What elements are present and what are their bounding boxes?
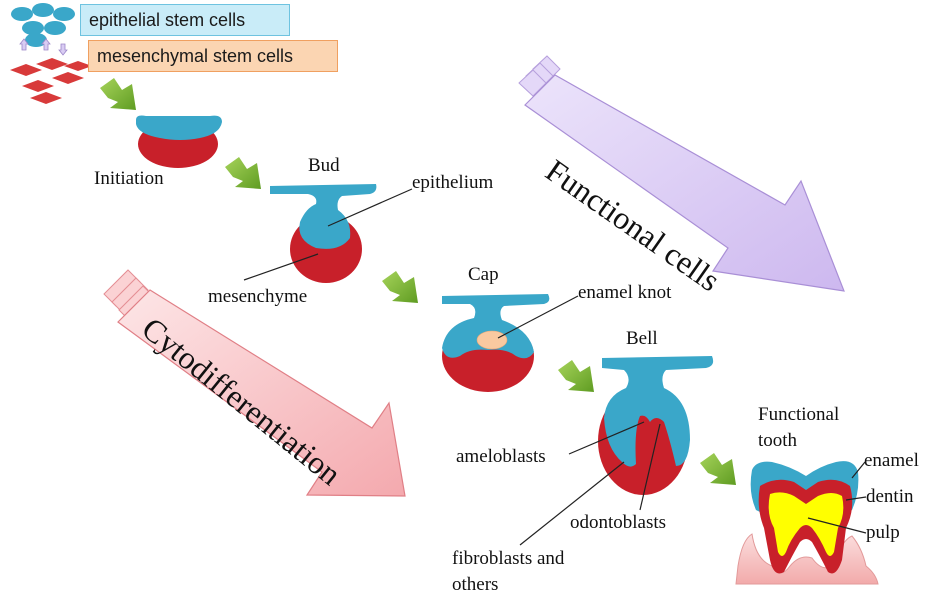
ameloblasts-label: ameloblasts — [456, 446, 546, 467]
cap-label: Cap — [468, 264, 499, 285]
cytodifferentiation-arrow — [103, 269, 406, 497]
epithelial-cells-icon — [11, 3, 75, 47]
dentin-leader-line — [845, 496, 867, 501]
cap-stage-icon — [442, 294, 550, 392]
functional-cells-arrow — [518, 55, 845, 292]
initiation-label: Initiation — [94, 168, 164, 189]
functional-tooth-label-line1: Functional — [758, 404, 840, 425]
bud-label: Bud — [308, 155, 340, 176]
bell-label: Bell — [626, 328, 658, 349]
green-arrow-icon — [700, 453, 736, 485]
gum-icon — [735, 533, 879, 585]
stage-arrows — [100, 78, 736, 485]
fibroblasts-leader-line — [519, 461, 625, 546]
green-arrow-icon — [100, 78, 136, 110]
legend-epithelial: epithelial stem cells — [80, 4, 290, 36]
enamel-label: enamel — [864, 450, 919, 471]
mesenchymal-cells-icon — [10, 58, 92, 104]
legend-mesenchymal: mesenchymal stem cells — [88, 40, 338, 72]
enamel-knot-icon — [476, 330, 508, 350]
epithelium-label: epithelium — [412, 172, 494, 193]
fibroblasts-label-line2: others — [452, 574, 499, 595]
green-arrow-icon — [225, 157, 261, 189]
odontoblasts-leader-line — [639, 423, 661, 511]
pulp-icon — [768, 492, 844, 556]
fibroblasts-label-line1: fibroblasts and — [452, 548, 565, 569]
leader-lines — [243, 188, 867, 546]
ameloblasts-leader-line — [568, 421, 645, 455]
mesenchyme-label: mesenchyme — [208, 286, 308, 307]
functional-tooth-label-line2: tooth — [758, 430, 798, 451]
functional-tooth-icon — [735, 461, 879, 585]
epithelium-leader-line — [327, 188, 413, 227]
mesenchyme-leader-line — [243, 253, 319, 281]
enamel-knot-label: enamel knot — [578, 282, 672, 303]
initiation-stage-icon — [136, 115, 222, 168]
green-arrow-icon — [382, 271, 418, 303]
differentiation-arrows-icon — [19, 38, 68, 56]
enamel-knot-leader-line — [497, 295, 579, 339]
pulp-leader-line — [807, 517, 867, 534]
enamel-leader-line — [851, 461, 866, 479]
legend-epithelial-label: epithelial stem cells — [89, 10, 246, 30]
legend-mesenchymal-label: mesenchymal stem cells — [97, 46, 294, 66]
green-arrow-icon — [558, 360, 594, 392]
dentin-label: dentin — [866, 486, 914, 507]
pulp-label: pulp — [866, 522, 900, 543]
odontoblasts-label: odontoblasts — [570, 512, 667, 533]
stem-cells-cluster — [10, 3, 92, 104]
bud-stage-icon — [270, 184, 377, 283]
bell-stage-icon — [598, 356, 714, 495]
